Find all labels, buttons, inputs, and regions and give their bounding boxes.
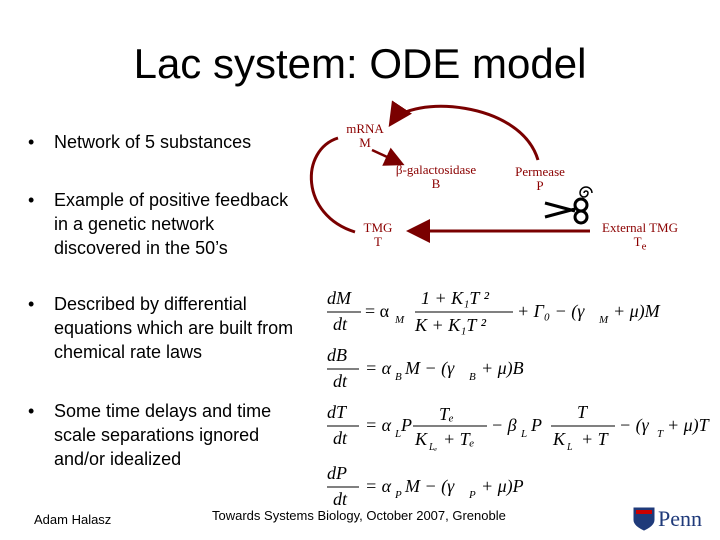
dP-body: = α [365, 476, 392, 496]
dT-f1-num: Tₑ [439, 404, 454, 424]
penn-logo: Penn [632, 506, 712, 532]
dM-tail-sub: M [599, 314, 609, 326]
dT-tail-sub: T [657, 428, 664, 440]
dT-mid-sub: L [521, 428, 528, 440]
dP-lhs-num: dP [327, 463, 347, 483]
node-bgal-name: β-galactosidase [395, 162, 477, 177]
dB-sub2: B [469, 371, 476, 383]
dP-end: + μ)P [481, 476, 524, 496]
node-bgal: β-galactosidase B [382, 163, 490, 193]
footer-event: Towards Systems Biology, October 2007, G… [212, 508, 506, 523]
dB-mid: M − (γ [405, 358, 455, 378]
feedback-arrow [388, 100, 540, 161]
bullet-differential: • Described by differential equations wh… [28, 292, 338, 367]
dT-p: P [401, 415, 412, 435]
equation-dM: dM dt = α M 1 + K₁T ² K + K₁T ² + Γ₀ − (… [325, 288, 705, 340]
spiral-icon [579, 186, 593, 198]
equation-dB: dB dt = α B M − (γ B + μ)B [325, 345, 575, 397]
dT-f2-den: K [553, 429, 566, 449]
node-permease-symbol: P [536, 178, 544, 193]
dM-frac-den: K + K₁T ² [415, 315, 486, 335]
node-mrna-name: mRNA [346, 121, 384, 136]
dM-alpha-sub: M [395, 314, 405, 326]
dM-tail2: + μ)M [613, 301, 660, 321]
node-external-subscript: e [641, 240, 647, 253]
slide-title: Lac system: ODE model [133, 40, 587, 87]
mrna-to-bgal-arrow [371, 147, 405, 166]
dB-sub1: B [395, 371, 402, 383]
dB-end: + μ)B [481, 358, 524, 378]
equation-dT: dT dt = α L P Tₑ K Lₑ + Tₑ − β L P T K L… [325, 402, 715, 458]
dT-lhs-den: dt [333, 428, 348, 448]
node-external-name: External TMG [602, 220, 678, 235]
dM-frac-num: 1 + K₁T ² [421, 288, 489, 308]
dT-f1-den-end: + Tₑ [443, 429, 475, 449]
bullet-dot: • [28, 401, 35, 421]
dT-f2-den-sub: L [567, 442, 573, 453]
node-external-symbol-wrap: Te [592, 235, 688, 254]
node-permease-name: Permease [515, 164, 565, 179]
bullet-text: Described by differential equations whic… [54, 294, 294, 362]
node-external-tmg: External TMG Te [592, 221, 688, 253]
node-bgal-symbol: B [431, 176, 441, 191]
dM-lhs-num: dM [327, 288, 351, 308]
dP-mid: M − (γ [405, 476, 455, 496]
dB-lhs-den: dt [333, 371, 348, 391]
dM-tail: + Γ₀ − (γ [517, 301, 585, 321]
penn-shield-icon [633, 507, 655, 531]
dT-f1-den: K [415, 429, 428, 449]
node-tmg-name: TMG [363, 220, 393, 235]
dT-alpha-sub: L [395, 428, 402, 440]
scissors-icon [544, 197, 589, 225]
dM-alpha: = α [365, 301, 390, 321]
dT-f2-num: T [577, 402, 588, 422]
bullet-network: • Network of 5 substances [28, 130, 328, 156]
mrna-to-tmg-arrow [309, 136, 356, 234]
dP-sub1: P [395, 489, 402, 501]
dP-lhs-den: dt [333, 489, 348, 509]
dT-f1-den-sub: Lₑ [429, 442, 438, 453]
dT-alpha: = α [365, 415, 392, 435]
bullet-feedback: • Example of positive feedback in a gene… [28, 188, 328, 263]
dT-mid: − β [491, 415, 517, 435]
dT-tail: − (γ [619, 415, 649, 435]
footer-author: Adam Halasz [34, 512, 112, 527]
node-mrna: mRNA M [340, 122, 390, 152]
dB-body: = α [365, 358, 392, 378]
bullet-dot: • [28, 190, 35, 210]
penn-logo-text: Penn [658, 506, 702, 531]
bullet-dot: • [28, 132, 35, 152]
node-tmg: TMG T [358, 221, 398, 251]
dM-lhs-den: dt [333, 314, 348, 334]
node-external-symbol: T [633, 234, 642, 249]
dT-tail2: + μ)T [667, 415, 709, 435]
dT-f2-den-end: + T [581, 429, 608, 449]
bullet-delays: • Some time delays and time scale separa… [28, 399, 328, 474]
bullet-text: Some time delays and time scale separati… [54, 401, 272, 469]
bullet-text: Example of positive feedback in a geneti… [54, 190, 289, 258]
dT-p2: P [531, 415, 542, 435]
node-tmg-symbol: T [374, 234, 382, 249]
dP-sub2: P [469, 489, 476, 501]
dB-lhs-num: dB [327, 345, 347, 365]
bullet-text: Network of 5 substances [54, 132, 252, 152]
equation-dP: dP dt = α P M − (γ P + μ)P [325, 463, 575, 515]
dT-lhs-num: dT [327, 402, 347, 422]
bullet-dot: • [28, 294, 35, 314]
node-permease: Permease P [508, 165, 572, 195]
node-mrna-symbol: M [359, 135, 371, 150]
